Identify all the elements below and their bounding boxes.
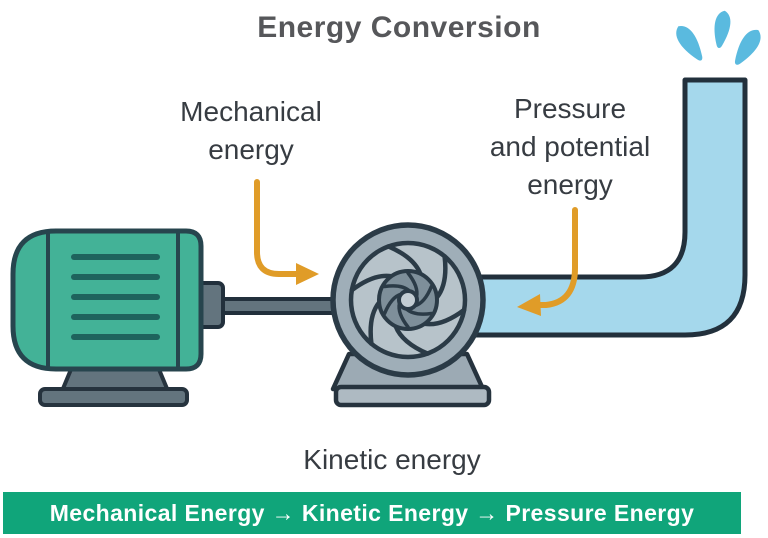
energy-flow-text: Mechanical Energy → Kinetic Energy → Pre…	[49, 499, 695, 526]
outlet-pipe	[467, 77, 748, 338]
pump-impeller-outer	[349, 244, 467, 356]
mechanical-energy-label-line2: energy	[208, 134, 294, 165]
pump-base	[333, 384, 492, 408]
pressure-energy-label-line1: Pressure	[513, 93, 627, 124]
curved-arrow-mechanical	[254, 179, 319, 285]
kinetic-energy-label: Kinetic energy	[303, 444, 481, 475]
pressure-energy-label-line3: energy	[527, 169, 613, 200]
energy-flow-bar: Mechanical Energy → Kinetic Energy → Pre…	[3, 492, 741, 534]
mechanical-energy-label: Mechanical energy	[141, 93, 361, 169]
page-title: Energy Conversion	[257, 11, 541, 44]
pump-hub	[397, 289, 419, 311]
mechanical-energy-label-line1: Mechanical	[180, 96, 322, 127]
electric-motor-icon	[10, 228, 204, 407]
curved-arrow-pressure	[517, 207, 578, 316]
pump-icon	[330, 222, 492, 408]
water-spray-icon	[676, 10, 761, 65]
motor-vents	[71, 254, 160, 340]
pressure-energy-label-line2: and potential	[489, 131, 651, 162]
drive-shaft	[196, 281, 339, 329]
pressure-energy-label: Pressure and potential energy	[445, 90, 695, 204]
motor-base	[38, 387, 189, 407]
